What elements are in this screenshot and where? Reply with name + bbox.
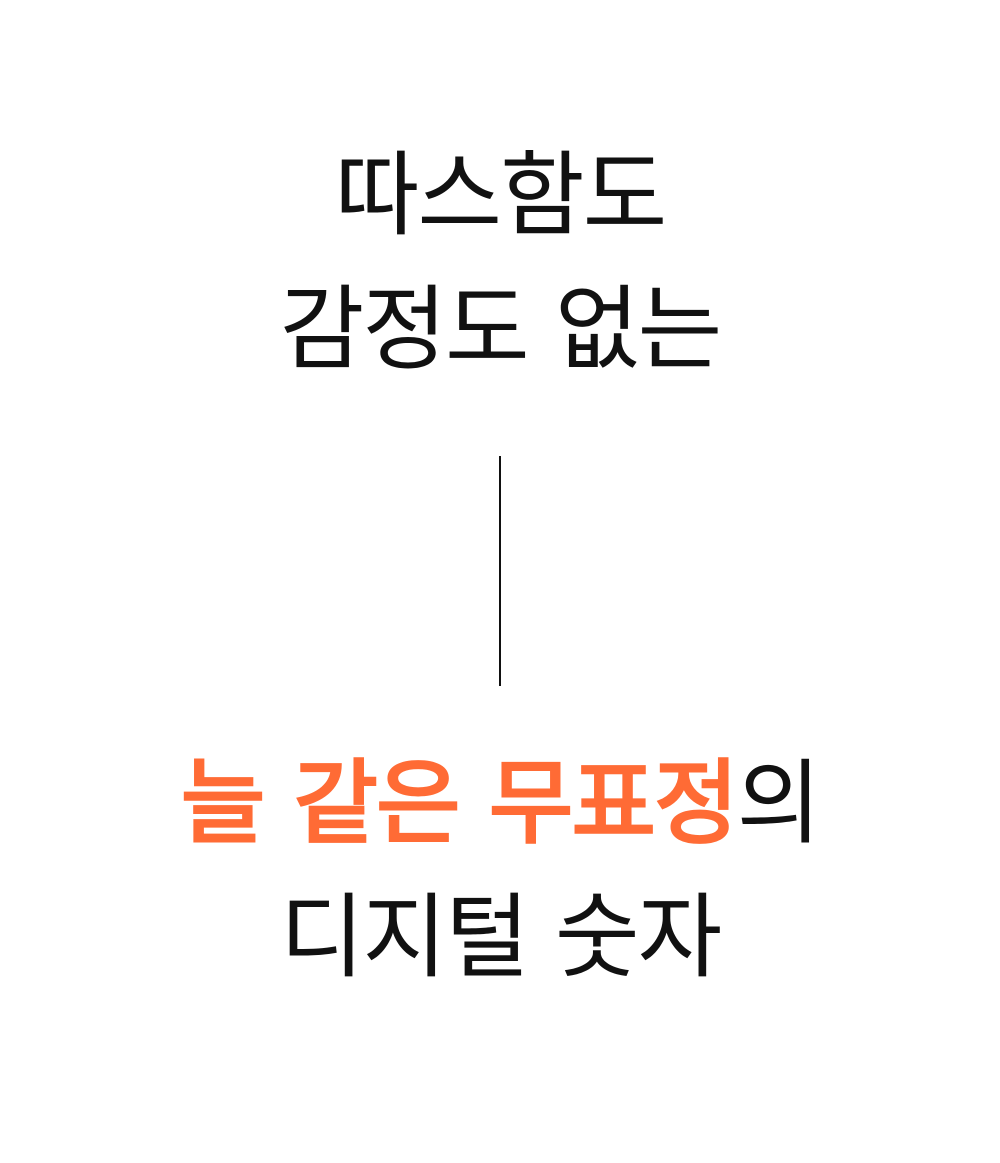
- accent-suffix: 의: [736, 750, 822, 857]
- accent-phrase: 늘 같은 무표정: [180, 750, 739, 857]
- vertical-divider: [499, 456, 501, 686]
- top-heading: 따스함도 감정도 없는: [0, 150, 1000, 376]
- top-heading-line-2: 감정도 없는: [279, 276, 722, 383]
- bottom-heading-line-2: 디지털 숫자: [279, 884, 722, 991]
- top-heading-line-1: 따스함도: [334, 142, 668, 249]
- bottom-heading-line-1: 늘 같은 무표정의: [0, 758, 1000, 850]
- bottom-heading: 늘 같은 무표정의 디지털 숫자: [0, 758, 1000, 984]
